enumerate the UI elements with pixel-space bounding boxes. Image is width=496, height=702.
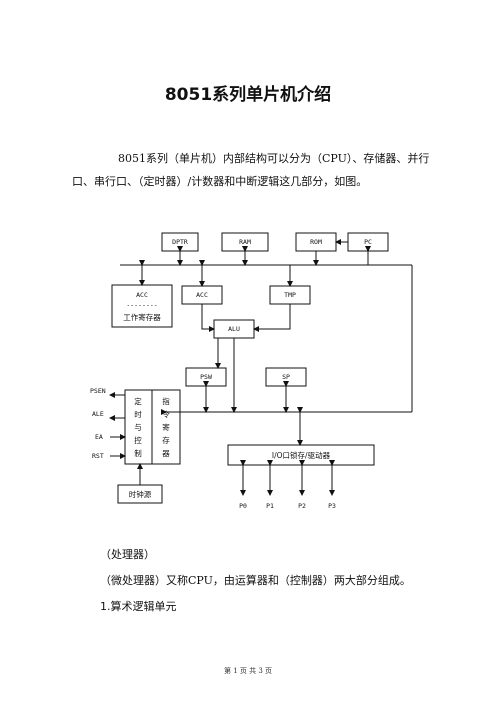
signal-psen: PSEN bbox=[90, 387, 106, 395]
signal-ale: ALE bbox=[92, 410, 104, 418]
tmp-label: TMP bbox=[284, 291, 296, 299]
instr-register-box bbox=[151, 389, 181, 465]
signal-ea: EA bbox=[95, 433, 103, 441]
alu-label: ALU bbox=[228, 325, 240, 333]
port-p1: P1 bbox=[266, 502, 274, 510]
acc-label: ACC bbox=[196, 291, 208, 299]
page-title: 8051系列单片机介绍 bbox=[164, 85, 332, 105]
section-cpu-description: （微处理器）又称CPU，由运算器和（控制器）两大部分组成。 bbox=[100, 574, 411, 587]
intro-paragraph: 8051系列（单片机）内部结构可以分为（CPU）、存储器、并行口、串行口、（定时… bbox=[72, 152, 430, 188]
acc-work-sub-label: 工作寄存器 bbox=[123, 312, 161, 322]
port-p2: P2 bbox=[298, 502, 306, 510]
control-char-3: 控 bbox=[134, 435, 142, 445]
instr-char-1: 令 bbox=[162, 409, 170, 419]
io-latch-label: I/O口锁存/驱动器 bbox=[272, 450, 331, 460]
control-char-0: 定 bbox=[134, 396, 142, 406]
rom-label: ROM bbox=[310, 238, 322, 246]
control-char-1: 时 bbox=[134, 409, 142, 419]
signal-rst: RST bbox=[92, 452, 104, 460]
sp-label: SP bbox=[282, 373, 290, 381]
instr-char-4: 器 bbox=[162, 449, 170, 458]
ram-label: RAM bbox=[239, 238, 251, 246]
section-processor: （处理器） bbox=[100, 548, 155, 561]
acc-work-label: ACC bbox=[136, 291, 148, 299]
psw-label: PSW bbox=[200, 373, 212, 381]
instr-char-3: 存 bbox=[162, 435, 170, 445]
instr-char-2: 寄 bbox=[162, 422, 170, 432]
port-p3: P3 bbox=[328, 502, 336, 510]
dptr-label: DPTR bbox=[172, 238, 188, 246]
port-p0: P0 bbox=[239, 502, 247, 510]
pc-label: PC bbox=[364, 238, 372, 246]
acc-work-dashes: -------- bbox=[126, 301, 157, 309]
section-alu-heading: 1.算术逻辑单元 bbox=[100, 600, 177, 613]
control-char-2: 与 bbox=[134, 423, 142, 432]
page-footer: 第 1 页 共 3 页 bbox=[223, 667, 273, 675]
control-char-4: 制 bbox=[134, 448, 142, 458]
instr-char-0: 指 bbox=[162, 396, 170, 406]
clock-label: 时钟源 bbox=[129, 489, 152, 499]
